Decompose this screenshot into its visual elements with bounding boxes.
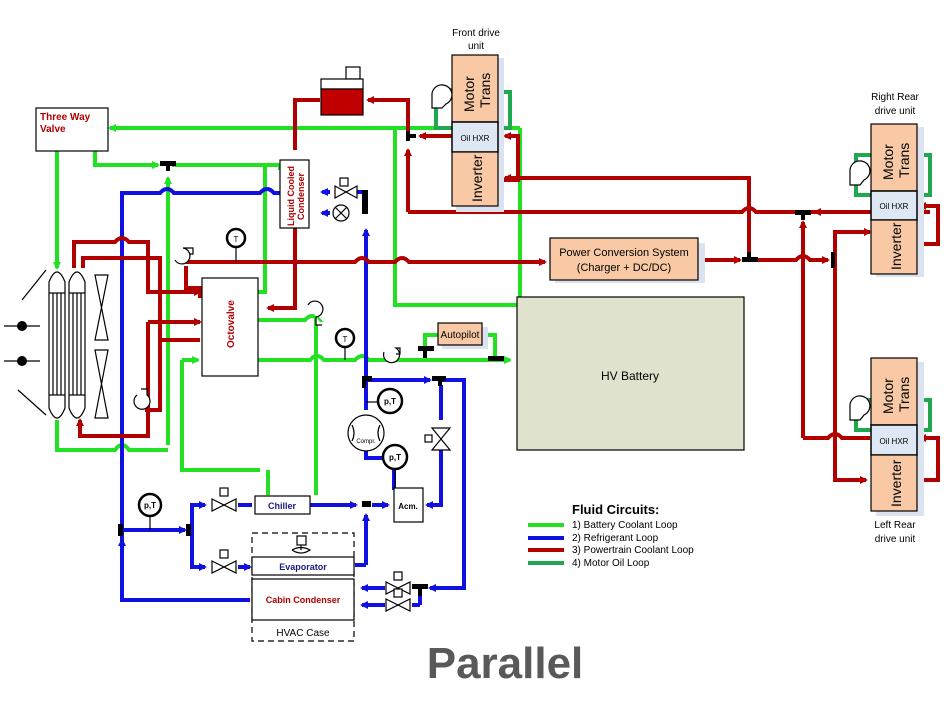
right-rear-du-inverter: Inverter <box>888 222 904 270</box>
powertrain-coolant-loop <box>55 96 940 484</box>
pcs-label-2: (Charger + DC/DC) <box>577 262 671 274</box>
legend-title: Fluid Circuits: <box>572 502 659 517</box>
three-way-valve-label-2: Valve <box>40 124 66 135</box>
pt-sensor-label-3: p,T <box>144 501 156 510</box>
t-sensor-label-1: T <box>234 235 239 244</box>
legend-item-3: 3) Powertrain Coolant Loop <box>572 545 694 556</box>
lcc-label-2: Condenser <box>296 172 306 220</box>
autopilot-label: Autopilot <box>441 330 480 341</box>
tee-junctions <box>118 131 835 596</box>
coolant-pumps <box>133 247 401 410</box>
legend-item-2: 2) Refrigerant Loop <box>572 533 659 544</box>
accumulator-label: Acm. <box>398 502 418 511</box>
octovalve-label: Octovalve <box>226 300 237 348</box>
t-sensor-label-2: T <box>343 335 348 344</box>
chiller-label: Chiller <box>268 501 297 511</box>
left-rear-du-oil-hxr: Oil HXR <box>880 437 909 446</box>
three-way-valve-label-1: Three Way <box>40 112 91 123</box>
right-rear-du-title-1: Right Rear <box>871 92 919 103</box>
right-rear-du-oil-hxr: Oil HXR <box>880 202 909 211</box>
right-rear-drive-unit <box>849 123 924 277</box>
left-rear-du-trans: Trans <box>896 377 912 412</box>
hv-battery <box>516 296 745 451</box>
pt-sensor-label-1: p,T <box>384 397 396 406</box>
legend: Fluid Circuits: 1) Battery Coolant Loop … <box>528 502 694 569</box>
front-du-title-1: Front drive <box>452 28 500 39</box>
left-rear-du-motor: Motor <box>880 378 896 414</box>
hvac-case <box>251 532 355 642</box>
legend-item-4: 4) Motor Oil Loop <box>572 558 650 569</box>
temperature-sensors <box>225 227 356 360</box>
power-conversion-system <box>549 237 699 281</box>
autopilot-computer <box>437 322 483 346</box>
lcc-label-1: Liquid Cooled <box>286 166 296 226</box>
refrigerant-components <box>137 387 452 530</box>
evaporator-label: Evaporator <box>279 562 327 572</box>
legend-item-1: 1) Battery Coolant Loop <box>572 520 678 531</box>
diagram-title: Parallel <box>427 639 584 688</box>
cabin-condenser-label: Cabin Condenser <box>266 595 341 605</box>
right-rear-du-trans: Trans <box>896 143 912 178</box>
octovalve <box>201 277 259 377</box>
left-rear-du-inverter: Inverter <box>888 459 904 507</box>
pt-sensor-label-2: p,T <box>389 453 401 462</box>
right-rear-du-motor: Motor <box>880 144 896 180</box>
liquid-cooled-condenser <box>279 159 310 229</box>
front-du-oil-hxr: Oil HXR <box>461 134 490 143</box>
three-way-valve <box>35 107 109 152</box>
right-rear-du-title-2: drive unit <box>875 106 916 117</box>
lcc-valves <box>332 177 358 222</box>
front-du-inverter: Inverter <box>469 154 485 202</box>
coolant-reservoir <box>320 66 364 116</box>
front-du-title-2: unit <box>468 41 484 52</box>
compressor-label: Compr. <box>356 439 376 445</box>
front-drive-unit <box>431 54 504 212</box>
hv-battery-label: HV Battery <box>601 369 659 383</box>
pcs-label-1: Power Conversion System <box>559 247 689 259</box>
left-rear-drive-unit <box>849 357 924 516</box>
hvac-case-label: HVAC Case <box>276 628 330 639</box>
left-rear-du-title-2: drive unit <box>875 534 916 545</box>
radiator-fan-module <box>4 269 109 419</box>
front-du-trans: Trans <box>477 73 493 108</box>
front-du-motor: Motor <box>461 76 477 112</box>
chiller-and-expansion-valves <box>211 487 411 612</box>
left-rear-du-title-1: Left Rear <box>874 520 916 531</box>
